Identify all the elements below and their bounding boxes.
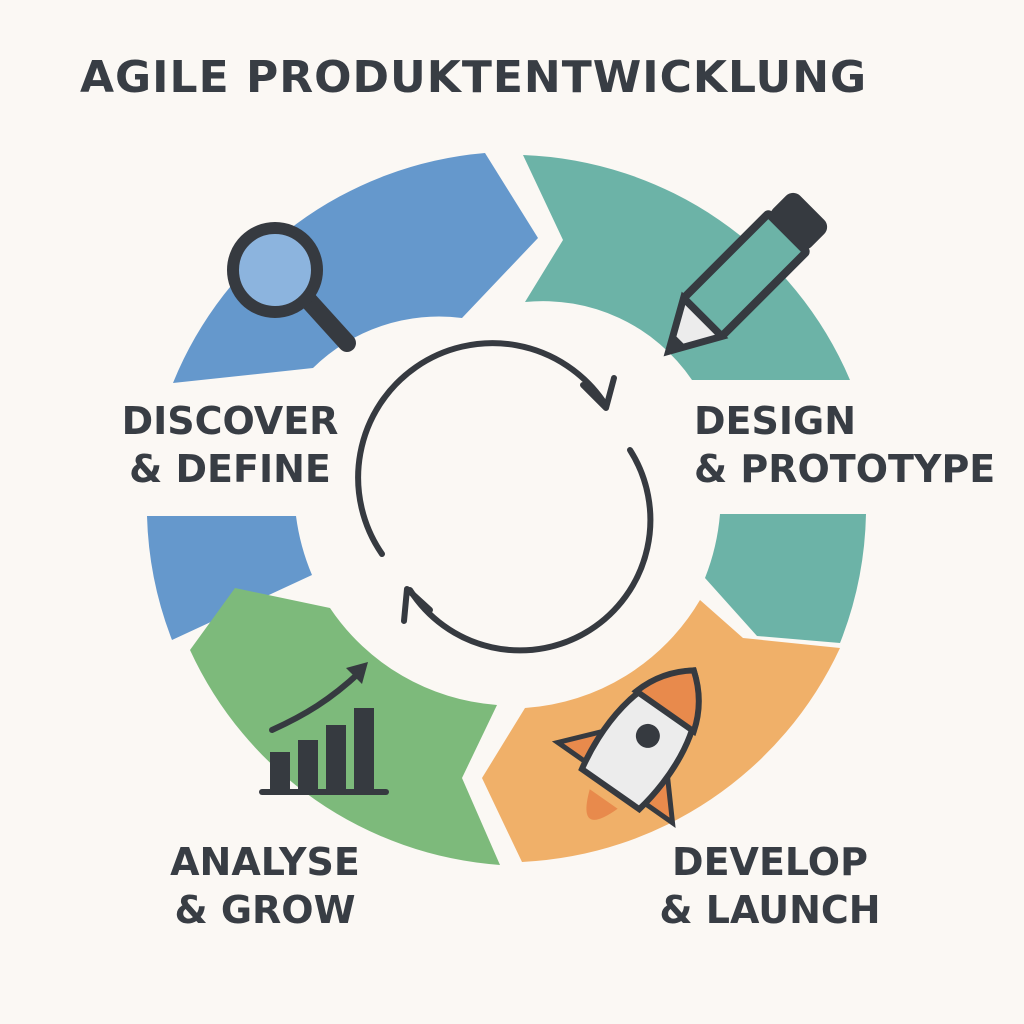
cycle-arrow-top — [355, 340, 606, 557]
cycle-arrowhead-bottom — [401, 586, 433, 624]
cycle-arrow-bottom — [407, 447, 654, 654]
stage-label-line1: DEVELOP — [672, 840, 868, 884]
stage-label-analyse: ANALYSE & GROW — [140, 838, 390, 934]
design-segment-tail — [705, 514, 866, 643]
stage-label-design: DESIGN & PROTOTYPE — [694, 397, 996, 493]
stage-label-develop: DEVELOP & LAUNCH — [640, 838, 900, 934]
design-segment — [523, 155, 850, 380]
rocket-icon — [551, 667, 702, 828]
stage-label-line2: & GROW — [174, 888, 356, 932]
growth-chart-icon — [259, 662, 389, 795]
discover-segment-tail — [147, 516, 312, 640]
cycle-arrowhead-top — [580, 375, 617, 411]
stage-label-line1: ANALYSE — [170, 840, 360, 884]
stage-label-line2: & PROTOTYPE — [694, 447, 996, 491]
stage-label-line2: & LAUNCH — [659, 888, 881, 932]
page-title: AGILE PRODUKTENTWICKLUNG — [80, 52, 868, 103]
stage-label-line2: & DEFINE — [129, 447, 331, 491]
stage-label-discover: DISCOVER & DEFINE — [110, 397, 350, 493]
discover-segment — [173, 153, 538, 383]
stage-label-line1: DISCOVER — [121, 399, 339, 443]
stage-label-line1: DESIGN — [694, 399, 857, 443]
cycle-arrows-icon — [355, 340, 654, 654]
magnifier-icon — [227, 222, 356, 352]
pencil-icon — [663, 192, 828, 357]
